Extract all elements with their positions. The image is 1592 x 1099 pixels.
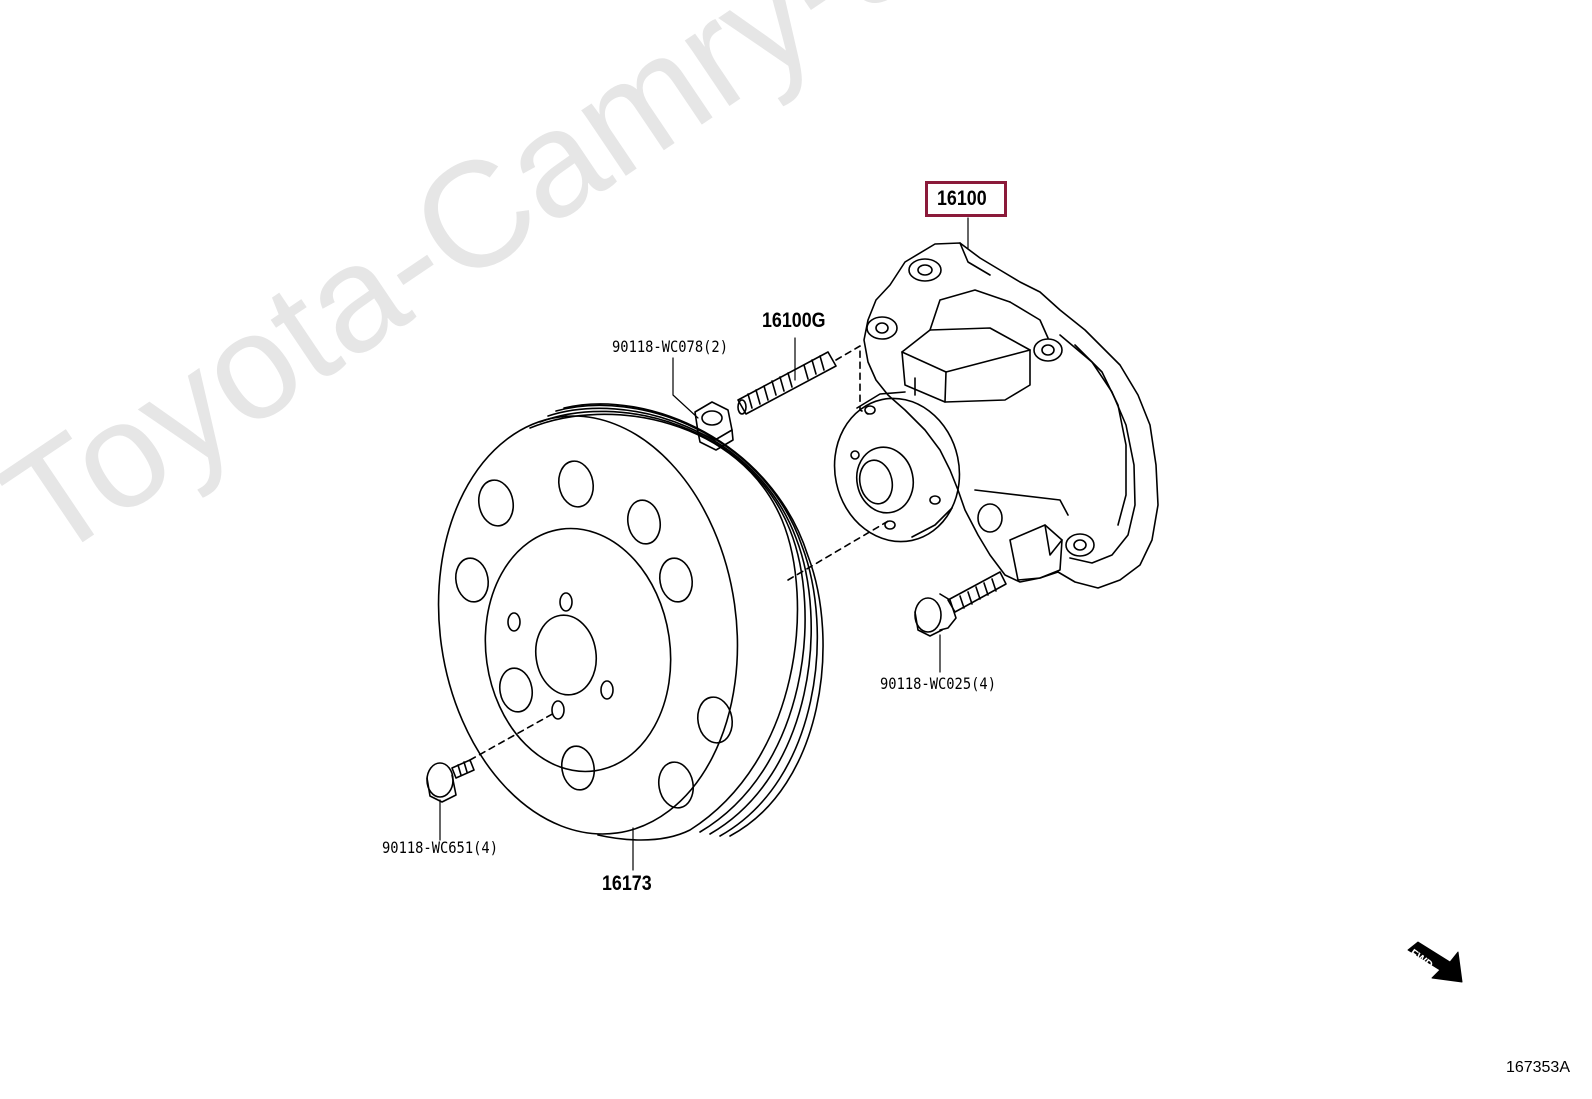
part-number-pump-bolt[interactable]: 90118-WC025(4) — [880, 674, 996, 693]
stud-to-pump-line — [835, 345, 869, 415]
pulley-to-hub-line — [787, 519, 891, 581]
part-number-water-pump[interactable]: 16100 — [937, 187, 987, 210]
pulley-bolt-drawing[interactable] — [426, 759, 475, 803]
assembly-lines — [469, 345, 891, 761]
highlight-box-16100 — [925, 181, 1007, 217]
pulley-drawing[interactable] — [412, 396, 824, 853]
leader-lines — [439, 217, 969, 871]
part-number-nut[interactable]: 90118-WC078(2) — [612, 337, 728, 356]
pump-bolt-drawing[interactable] — [914, 571, 1007, 637]
leader-90118-wc078 — [672, 357, 699, 419]
part-number-stud[interactable]: 16100G — [762, 309, 826, 332]
water-pump-drawing[interactable] — [821, 242, 1159, 589]
fwd-arrow-icon — [1407, 941, 1463, 983]
part-number-pulley[interactable]: 16173 — [602, 872, 652, 895]
part-number-pulley-bolt[interactable]: 90118-WC651(4) — [382, 838, 498, 857]
stud-drawing[interactable] — [737, 351, 837, 415]
diagram-id: 167353A — [1505, 1059, 1570, 1076]
pulley-bolt-line — [469, 711, 557, 761]
